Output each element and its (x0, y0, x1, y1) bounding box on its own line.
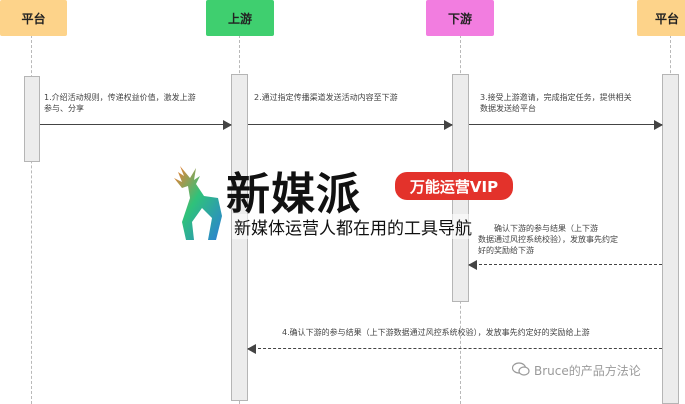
activation-platform-right (662, 74, 679, 404)
participant-platform-right: 平台 (637, 0, 685, 36)
message-return-line2: 数据通过风控系统校验），发放事先约定 (478, 235, 618, 244)
wechat-icon (512, 362, 530, 376)
message-2-label: 2.通过指定传播渠道发送活动内容至下游 (254, 93, 398, 102)
watermark-brand: 新媒派 (226, 169, 361, 220)
message-4-arrow (247, 344, 662, 354)
message-1-line1: 1.介绍活动规则，传递权益价值，激发上游 (44, 93, 196, 102)
activation-platform-left (24, 76, 40, 162)
watermark-tagline: 新媒体运营人都在用的工具导航 (232, 214, 474, 239)
message-1-label: 1.介绍活动规则，传递权益价值，激发上游 参与、分享 (44, 92, 232, 114)
message-1-arrow (40, 120, 232, 130)
participant-downstream: 下游 (426, 0, 494, 36)
deer-logo-icon (174, 166, 222, 240)
arrow-head-icon (468, 260, 477, 270)
arrow-head-icon (247, 344, 256, 354)
message-return-line1: 确认下游的参与结果（上下游 (494, 224, 598, 233)
participant-upstream: 上游 (206, 0, 274, 36)
message-3-line1: 3.接受上游邀请，完成指定任务，提供相关 (480, 93, 632, 102)
message-return-downstream-arrow (468, 260, 662, 270)
lifeline-platform-left (31, 35, 32, 404)
message-return-downstream-label: 确认下游的参与结果（上下游 数据通过风控系统校验），发放事先约定 好的奖励给下游 (478, 223, 662, 256)
message-4-label: 4.确认下游的参与结果（上下游数据通过风控系统校验），发放事先约定好的奖励给上游 (282, 328, 590, 337)
message-3-line2: 数据发送给平台 (480, 104, 536, 113)
message-return-line3: 好的奖励给下游 (478, 246, 534, 255)
arrow-head-icon (654, 120, 663, 130)
arrow-head-icon (223, 120, 232, 130)
message-3-arrow (469, 120, 663, 130)
message-2-arrow (248, 120, 453, 130)
participant-platform-left: 平台 (0, 0, 67, 36)
arrow-head-icon (444, 120, 453, 130)
watermark-badge: 万能运营VIP (395, 172, 513, 200)
message-3-label: 3.接受上游邀请，完成指定任务，提供相关 数据发送给平台 (480, 92, 665, 114)
message-1-line2: 参与、分享 (44, 104, 84, 113)
author-credit: Bruce的产品方法论 (534, 364, 641, 378)
